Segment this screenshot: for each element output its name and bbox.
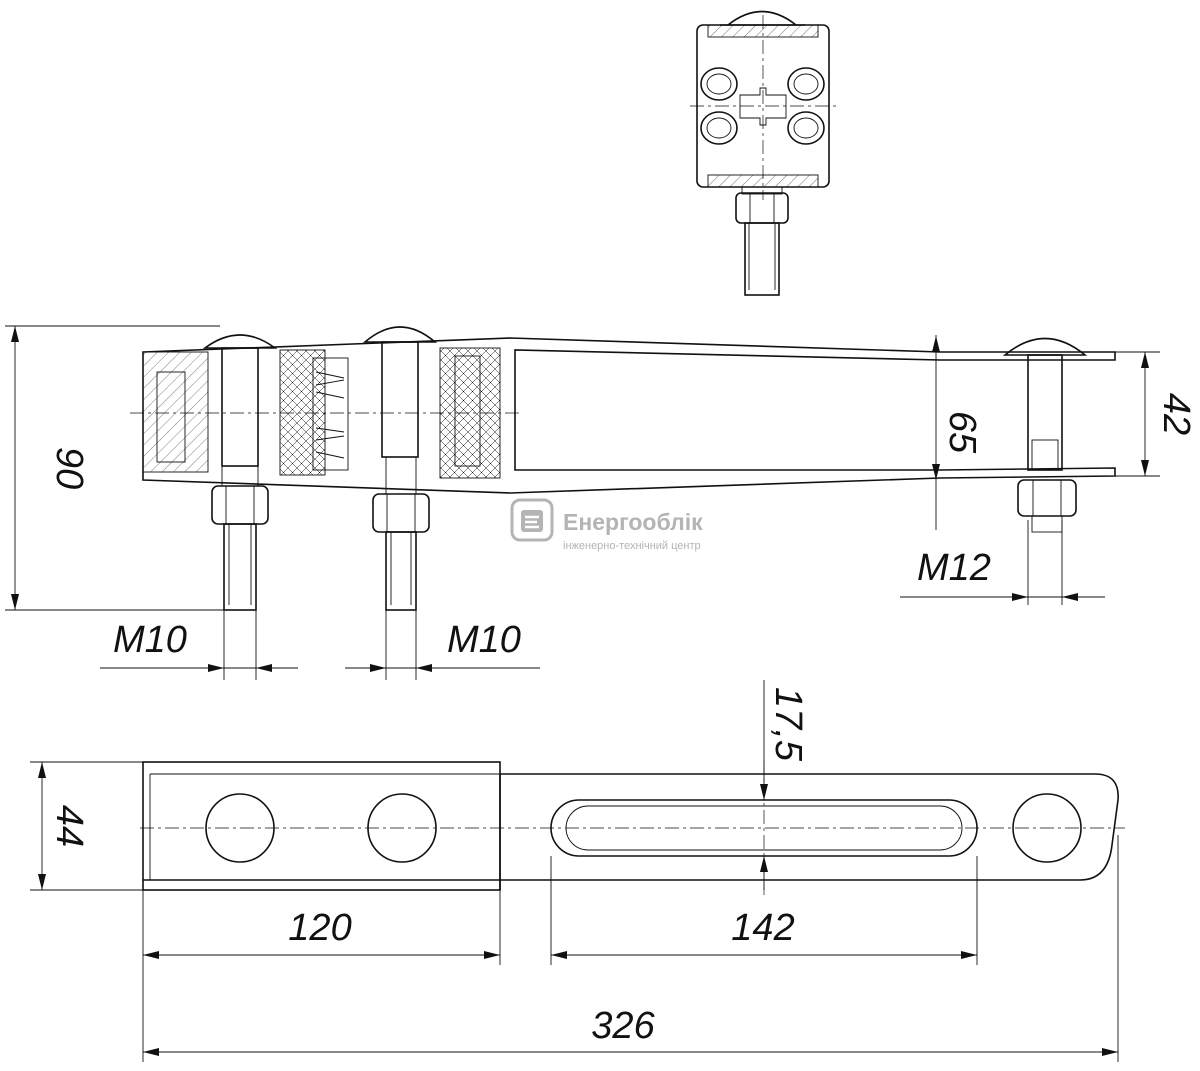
dim-clamp-length: 120 (288, 907, 351, 949)
side-view (130, 326, 1116, 611)
company-logo: Енергооблік інженерно-технічний центр (510, 498, 703, 552)
dim-slot-length: 142 (731, 907, 794, 949)
logo-name: Енергооблік (563, 509, 703, 535)
dim-thread-right: M12 (917, 547, 991, 589)
logo-subtitle: інженерно-технічний центр (563, 540, 701, 552)
dim-overall-height: 90 (48, 447, 90, 489)
dim-inner-height: 65 (941, 411, 983, 454)
plan-view (140, 760, 1125, 895)
dim-strip-width: 44 (48, 805, 90, 847)
dim-thread-left: M10 (113, 619, 187, 661)
side-dimensions: 90 65 42 M12 M10 M10 (5, 325, 1197, 680)
end-view (690, 10, 836, 296)
dim-end-height: 42 (1155, 393, 1197, 435)
plan-dimensions: 44 17,5 120 142 326 (30, 680, 1119, 1062)
logo-icon (510, 498, 554, 542)
dim-overall-length: 326 (591, 1005, 655, 1047)
dim-thread-middle: M10 (447, 619, 521, 661)
dim-slot-width: 17,5 (767, 687, 809, 762)
